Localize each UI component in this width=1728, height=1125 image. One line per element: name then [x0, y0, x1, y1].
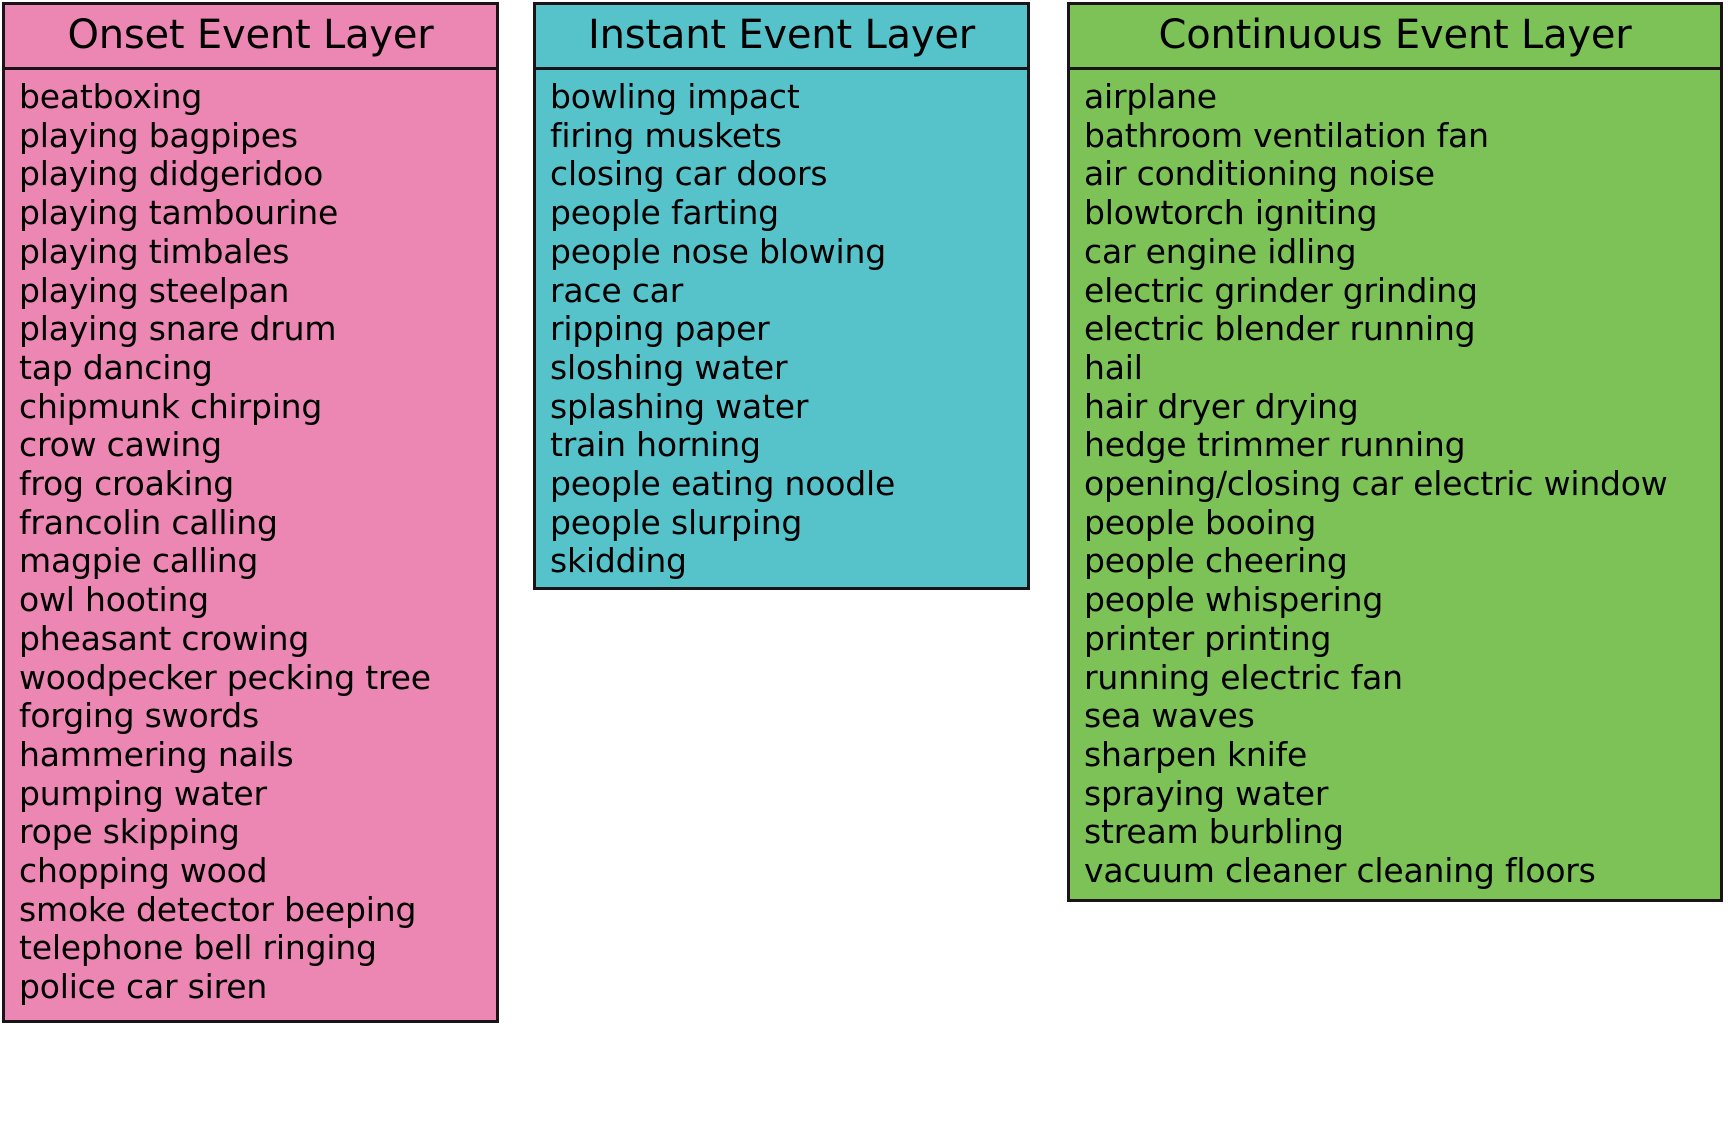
- list-item: people eating noodle: [550, 464, 896, 504]
- list-item: frog croaking: [19, 464, 235, 504]
- list-item: playing timbales: [19, 231, 290, 271]
- list-item: blowtorch igniting: [1084, 193, 1378, 233]
- list-item: closing car doors: [550, 154, 828, 194]
- list-item: playing tambourine: [19, 193, 339, 233]
- list-item: people slurping: [550, 502, 803, 542]
- list-item: woodpecker pecking tree: [19, 657, 431, 697]
- list-item: people booing: [1084, 502, 1317, 542]
- list-item: sea waves: [1084, 696, 1255, 736]
- list-item: people cheering: [1084, 541, 1348, 581]
- list-item: electric blender running: [1084, 309, 1476, 349]
- list-item: splashing water: [550, 386, 809, 426]
- list-item: crow cawing: [19, 425, 222, 465]
- list-item: electric grinder grinding: [1084, 270, 1478, 310]
- list-item: skidding: [550, 541, 687, 581]
- list-item: francolin calling: [19, 502, 278, 542]
- list-item: hail: [1084, 347, 1143, 387]
- list-item: people farting: [550, 193, 779, 233]
- list-item: train horning: [550, 425, 761, 465]
- list-item: beatboxing: [19, 77, 203, 116]
- list-item: hammering nails: [19, 734, 294, 774]
- list-item: playing steelpan: [19, 270, 290, 310]
- continuous-layer-title: Continuous Event Layer: [1070, 5, 1720, 70]
- list-item: hedge trimmer running: [1084, 425, 1466, 465]
- instant-layer-title: Instant Event Layer: [536, 5, 1027, 70]
- list-item: bowling impact: [550, 77, 800, 116]
- list-item: telephone bell ringing: [19, 928, 377, 968]
- list-item: police car siren: [19, 967, 268, 1007]
- list-item: sloshing water: [550, 347, 788, 387]
- list-item: hair dryer drying: [1084, 386, 1359, 426]
- list-item: running electric fan: [1084, 657, 1403, 697]
- list-item: magpie calling: [19, 541, 259, 581]
- list-item: chipmunk chirping: [19, 386, 323, 426]
- list-item: stream burbling: [1084, 812, 1344, 852]
- list-item: bathroom ventilation fan: [1084, 115, 1489, 155]
- list-item: chopping wood: [19, 851, 268, 891]
- list-item: car engine idling: [1084, 231, 1357, 271]
- list-item: playing didgeridoo: [19, 154, 324, 194]
- list-item: playing bagpipes: [19, 115, 298, 155]
- list-item: spraying water: [1084, 773, 1329, 813]
- list-item: race car: [550, 270, 684, 310]
- list-item: owl hooting: [19, 580, 209, 620]
- list-item: rope skipping: [19, 812, 240, 852]
- list-item: vacuum cleaner cleaning floors: [1084, 851, 1596, 891]
- list-item: people nose blowing: [550, 231, 886, 271]
- list-item: ripping paper: [550, 309, 770, 349]
- onset-layer-title: Onset Event Layer: [5, 5, 496, 70]
- list-item: tap dancing: [19, 347, 213, 387]
- list-item: pumping water: [19, 773, 267, 813]
- list-item: forging swords: [19, 696, 259, 736]
- list-item: printer printing: [1084, 618, 1332, 658]
- list-item: air conditioning noise: [1084, 154, 1435, 194]
- list-item: playing snare drum: [19, 309, 337, 349]
- list-item: pheasant crowing: [19, 618, 310, 658]
- list-item: smoke detector beeping: [19, 889, 417, 929]
- list-item: opening/closing car electric window: [1084, 464, 1668, 504]
- list-item: airplane: [1084, 77, 1217, 116]
- list-item: firing muskets: [550, 115, 782, 155]
- list-item: sharpen knife: [1084, 734, 1308, 774]
- list-item: people whispering: [1084, 580, 1384, 620]
